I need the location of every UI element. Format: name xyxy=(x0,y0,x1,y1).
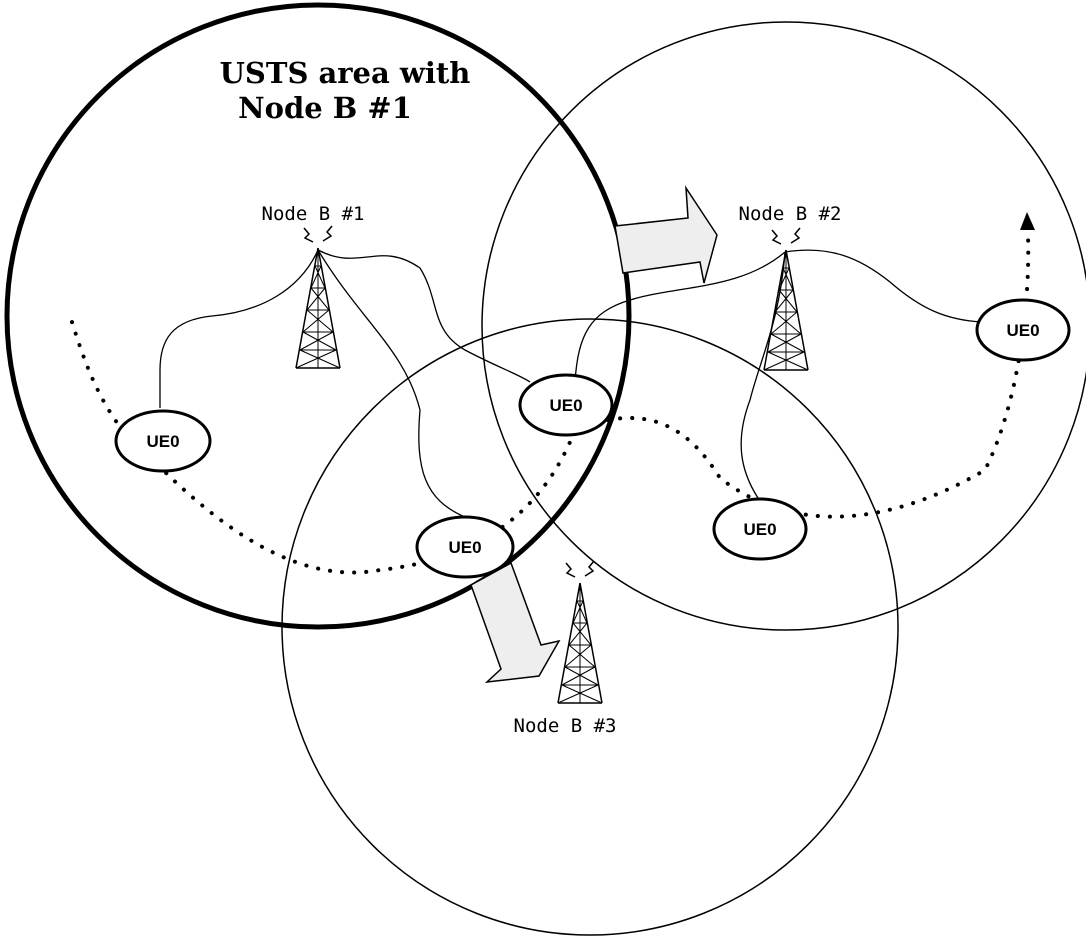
antenna-tower-icon-node-b-1 xyxy=(295,225,341,369)
block-arrow-icon-to-node-b-2 xyxy=(614,185,718,284)
ue-label: UE0 xyxy=(1006,321,1039,340)
ue-label: UE0 xyxy=(146,432,179,451)
ue-node: UE0 xyxy=(975,298,1071,362)
area-title-line2: Node B #1 xyxy=(238,91,412,125)
area-title-line1: USTS area with xyxy=(220,56,471,90)
coverage-area-node-b-2 xyxy=(481,21,1086,631)
antenna-tower-icon-node-b-3 xyxy=(557,560,603,704)
ue-label: UE0 xyxy=(549,396,582,415)
ue-node: UE0 xyxy=(712,497,808,561)
ue-label: UE0 xyxy=(448,538,481,557)
block-arrow-icon-to-node-b-3 xyxy=(470,561,561,684)
ue-label: UE0 xyxy=(743,520,776,539)
node-b-1-label: Node B #1 xyxy=(262,203,365,225)
coverage-area-node-b-1 xyxy=(4,2,632,630)
arrowhead-icon xyxy=(1020,212,1035,230)
radio-links xyxy=(159,249,983,518)
ue-node: UE0 xyxy=(415,515,515,579)
ue-node: UE0 xyxy=(114,409,212,473)
node-b-2-label: Node B #2 xyxy=(739,203,842,225)
ue-node: UE0 xyxy=(518,373,614,437)
antenna-tower-icon-node-b-2 xyxy=(763,227,809,371)
node-b-3-label: Node B #3 xyxy=(514,715,617,737)
